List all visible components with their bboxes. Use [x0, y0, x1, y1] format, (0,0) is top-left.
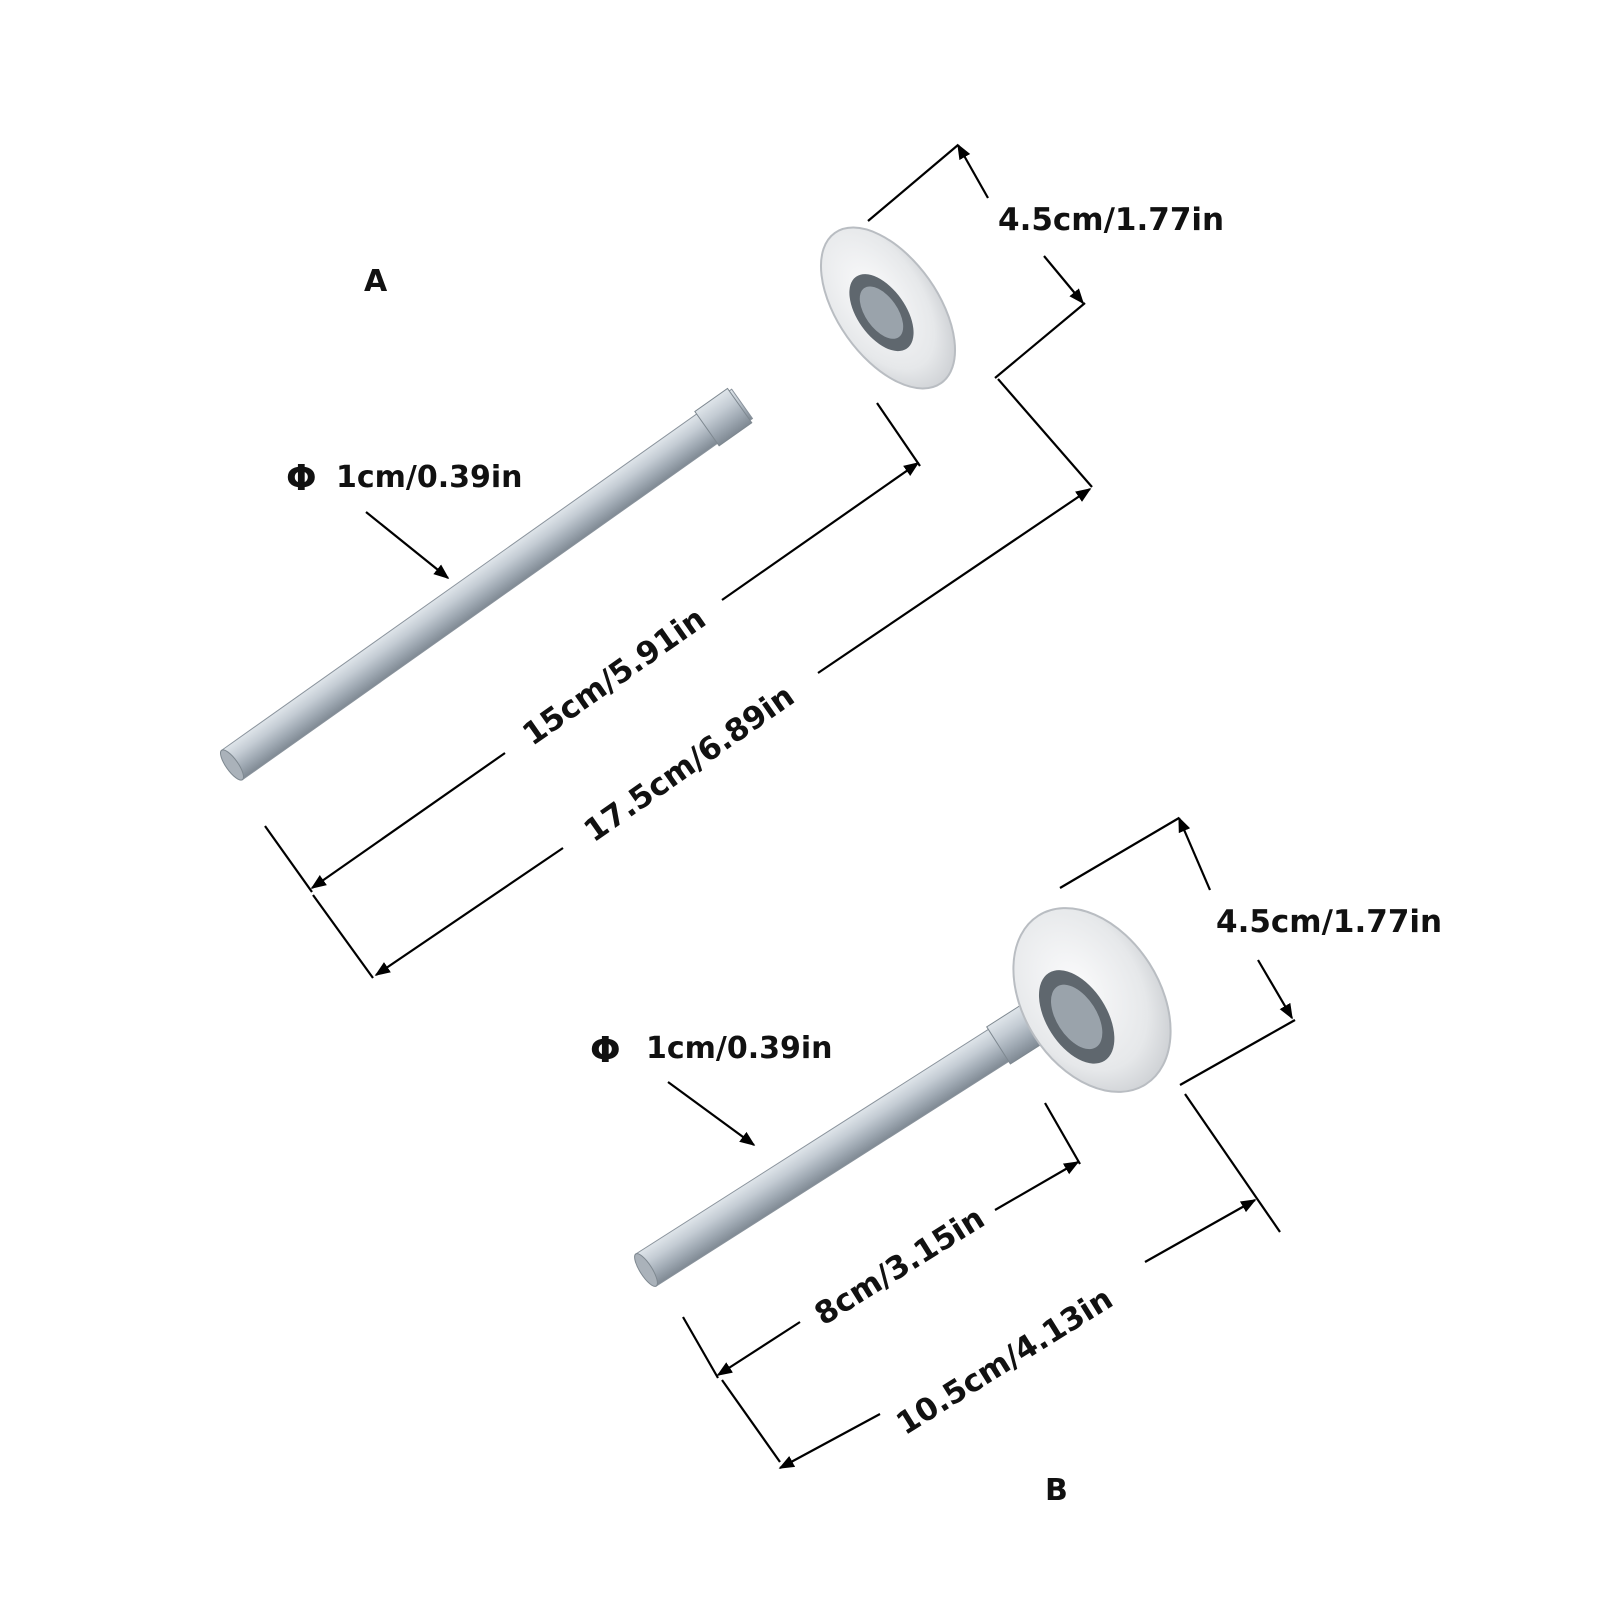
roller-b-shaft-diameter-label: 1cm/0.39in	[646, 1031, 833, 1066]
roller-a-diameter-pointer	[365, 511, 450, 579]
roller-a-shaft	[220, 387, 754, 781]
roller-b: 4.5cm/1.77in Φ 1cm/0.39in 8cm/3.15in 10.…	[590, 816, 1442, 1508]
roller-a-shaft-length-label: 15cm/5.91in	[516, 601, 712, 753]
roller-a-shaft-diameter-label: 1cm/0.39in	[336, 460, 523, 495]
roller-a-wheel	[819, 226, 957, 390]
roller-a-wheel-diameter-label: 4.5cm/1.77in	[998, 202, 1224, 238]
roller-a-total-length-label: 17.5cm/6.89in	[577, 678, 801, 850]
roller-b-shaft-length-label: 8cm/3.15in	[808, 1200, 991, 1333]
roller-b-diameter-symbol: Φ	[590, 1030, 621, 1071]
roller-b-total-length-label: 10.5cm/4.13in	[890, 1281, 1119, 1443]
roller-b-wheel	[1012, 907, 1172, 1093]
roller-a-label: A	[364, 264, 388, 299]
roller-a-diameter-symbol: Φ	[286, 458, 317, 499]
roller-b-label: B	[1045, 1473, 1068, 1508]
roller-a: 4.5cm/1.77in A Φ 1cm/0.39in 15cm/5.91in …	[220, 143, 1224, 979]
roller-b-diameter-pointer	[667, 1081, 756, 1146]
roller-b-wheel-diameter-label: 4.5cm/1.77in	[1216, 904, 1442, 940]
